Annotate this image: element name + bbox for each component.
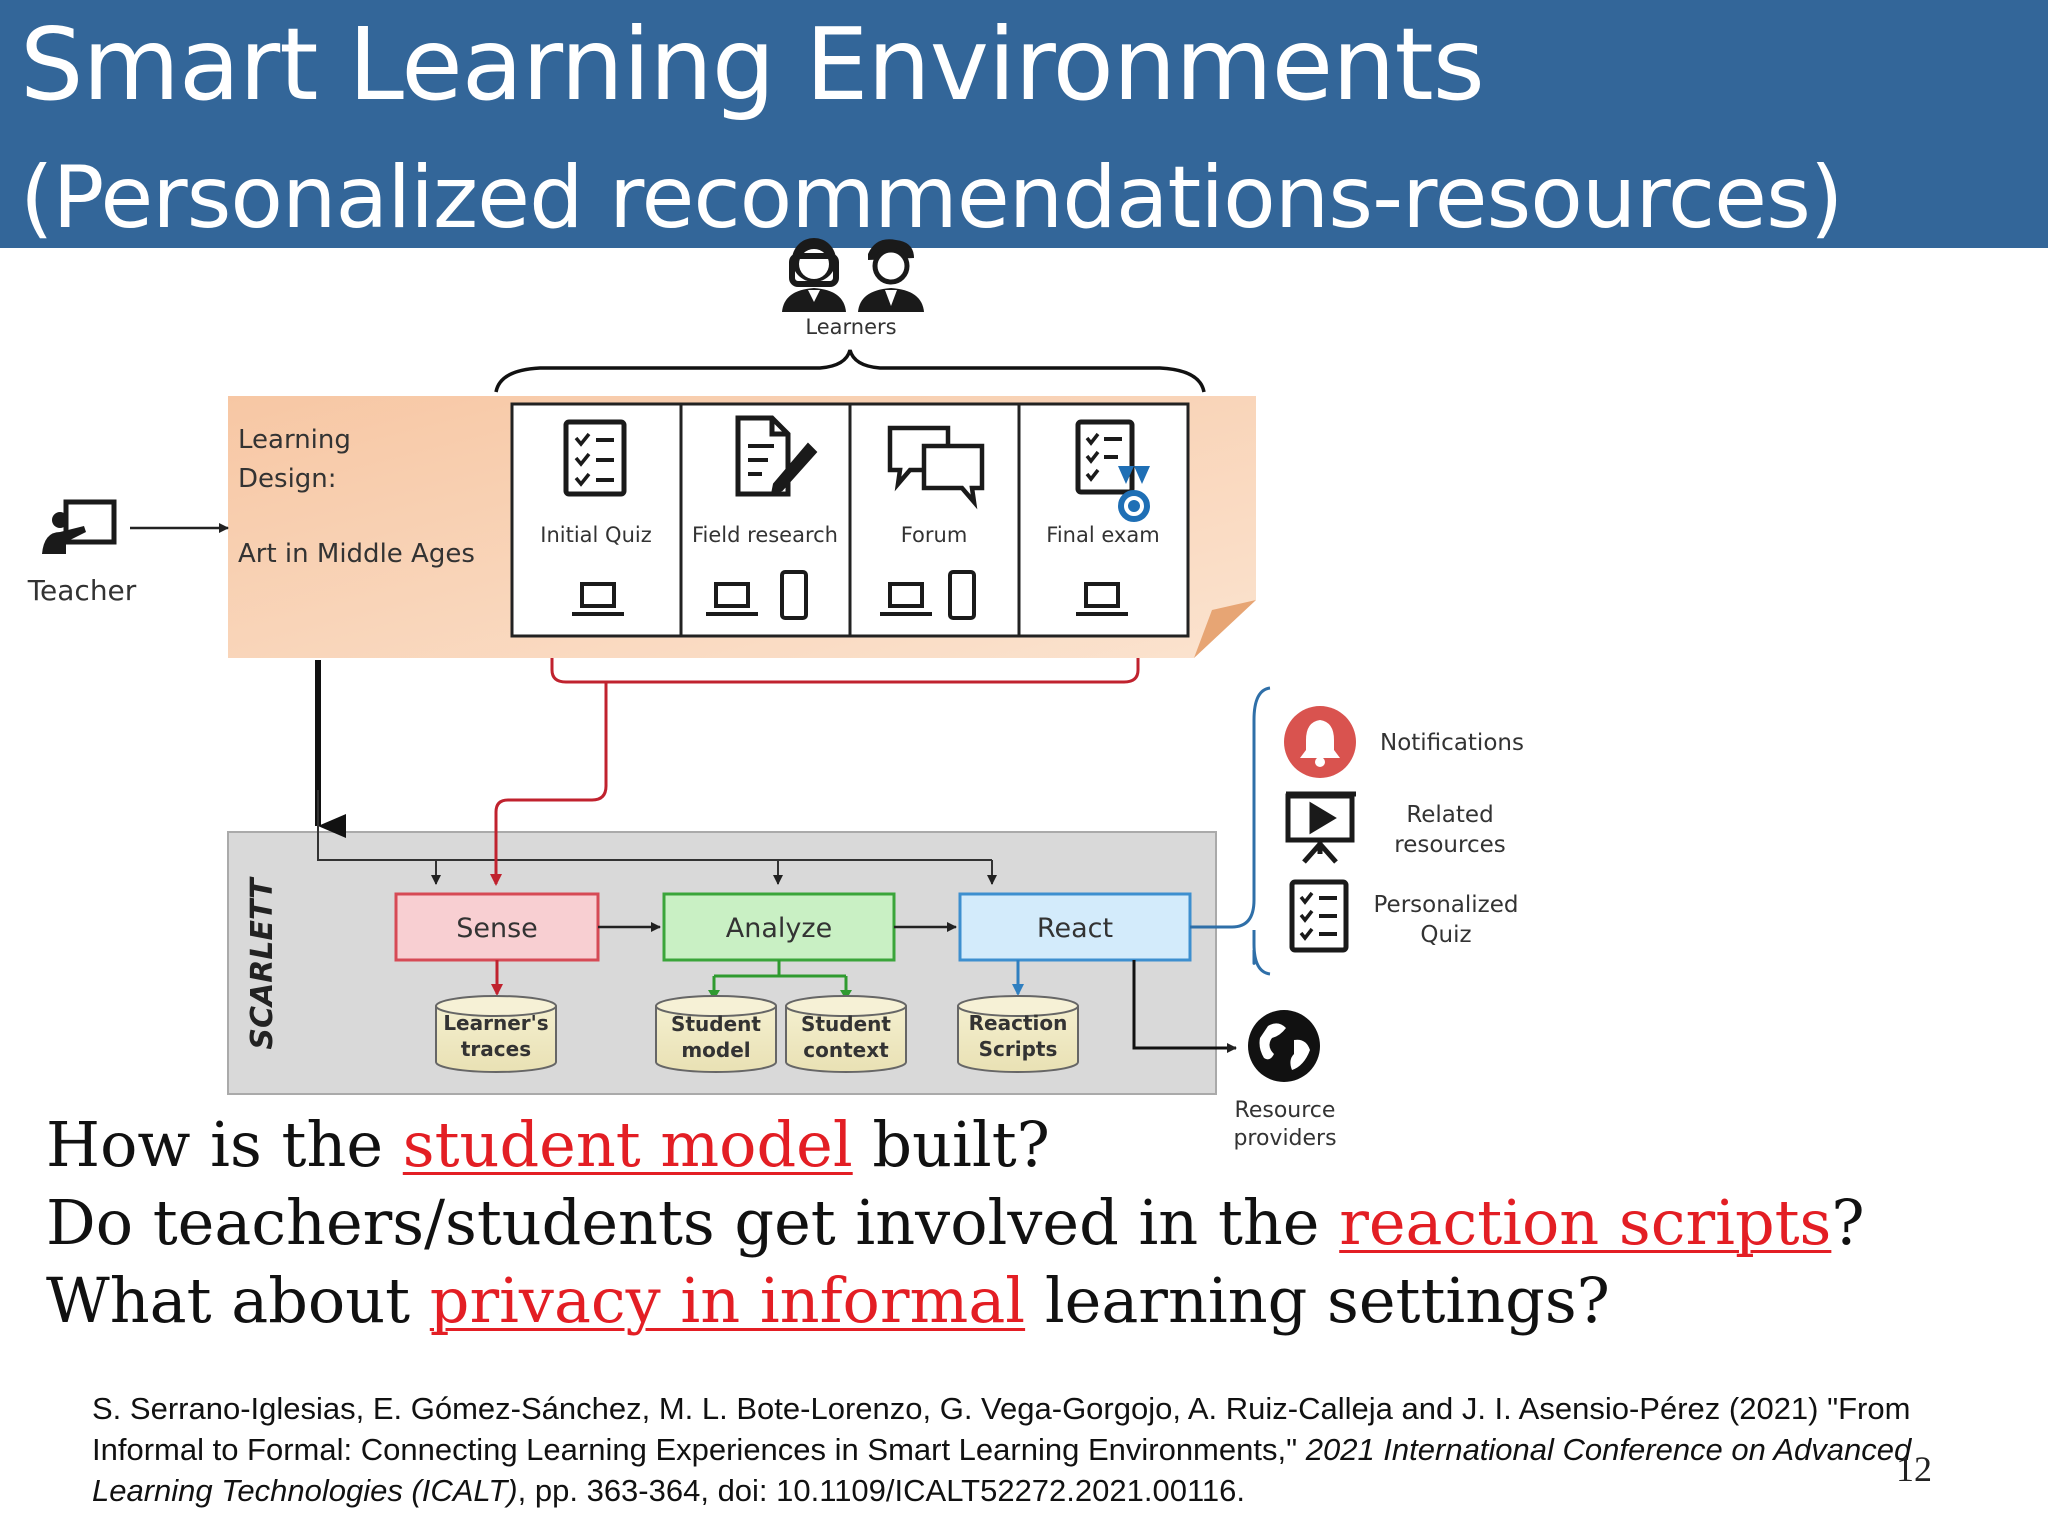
activity-field-research: Field research <box>692 523 838 547</box>
highlight-privacy: privacy in informal <box>429 1264 1026 1337</box>
personalized-quiz-label: Personalized <box>1374 892 1519 918</box>
resource-providers-label-2: providers <box>1233 1126 1336 1151</box>
bell-icon <box>1284 706 1356 778</box>
activity-forum: Forum <box>901 523 968 547</box>
traces-label: Learner's <box>443 1011 548 1035</box>
question-privacy: What about privacy in informal learning … <box>46 1264 1610 1337</box>
analyze-label: Analyze <box>726 913 832 944</box>
reference-authors: S. Serrano-Iglesias, E. Gómez-Sánchez, M… <box>92 1391 1911 1467</box>
title-bar: Smart Learning Environments (Personalize… <box>0 0 2048 248</box>
related-resources-label: Related <box>1406 802 1493 828</box>
slide-title: Smart Learning Environments <box>20 6 1485 123</box>
student-context-label-2: context <box>803 1038 889 1062</box>
activity-final-exam: Final exam <box>1046 523 1159 547</box>
laptop-icon <box>880 582 932 616</box>
learners-brace <box>494 349 1206 393</box>
forum-bubbles-icon <box>887 425 985 510</box>
personalized-quiz-label-2: Quiz <box>1420 922 1471 948</box>
reference-citation: S. Serrano-Iglesias, E. Gómez-Sánchez, M… <box>92 1388 1922 1511</box>
student-model-label-2: model <box>681 1038 750 1062</box>
question-text: What about <box>46 1264 430 1337</box>
document-pencil-icon <box>735 415 818 497</box>
student-model-store <box>655 995 777 1073</box>
react-label: React <box>1037 913 1113 944</box>
phone-icon <box>948 570 976 620</box>
question-text: How is the <box>46 1108 403 1181</box>
question-student-model: How is the student model built? <box>46 1108 1050 1181</box>
laptop-icon <box>1076 582 1128 616</box>
laptop-icon <box>706 582 758 616</box>
laptop-icon <box>572 582 624 616</box>
activity-data-flow <box>490 658 1140 886</box>
student-context-store <box>785 995 907 1073</box>
design-distribution-lines <box>317 790 997 885</box>
activity-initial-quiz: Initial Quiz <box>540 523 651 547</box>
question-text: Do teachers/students get involved in the <box>46 1186 1340 1259</box>
globe-icon <box>1248 1010 1320 1082</box>
question-text: learning settings? <box>1025 1264 1610 1337</box>
learners-label: Learners <box>805 315 896 339</box>
page-number: 12 <box>1896 1449 1932 1489</box>
scarlett-label: SCARLETT <box>245 876 280 1050</box>
react-to-providers-arrow <box>1132 960 1237 1053</box>
slide-subtitle: (Personalized recommendations-resources) <box>20 148 1843 248</box>
reference-pages: , pp. 363-364, doi: 10.1109/ICALT52272.2… <box>517 1473 1245 1508</box>
phone-icon <box>780 570 808 620</box>
highlight-student-model: student model <box>402 1108 853 1181</box>
teacher-label: Teacher <box>27 574 137 607</box>
learner-male-icon <box>858 239 924 312</box>
learning-design-label-2: Design: <box>238 464 337 494</box>
traces-store <box>435 995 557 1073</box>
related-resources-label-2: resources <box>1394 832 1505 858</box>
question-reaction-scripts: Do teachers/students get involved in the… <box>46 1186 1865 1259</box>
reaction-scripts-label-2: Scripts <box>979 1037 1058 1061</box>
teacher-icon <box>42 499 117 554</box>
react-box <box>958 892 1192 962</box>
student-model-label: Student <box>671 1012 761 1036</box>
reaction-scripts-label: Reaction <box>969 1011 1068 1035</box>
learning-design-topic: Art in Middle Ages <box>238 539 475 569</box>
analyze-to-stores-arrows <box>712 960 848 994</box>
highlight-reaction-scripts: reaction scripts <box>1339 1186 1832 1259</box>
question-text: built? <box>852 1108 1050 1181</box>
reaction-scripts-store <box>957 995 1079 1073</box>
presentation-icon <box>1285 791 1356 864</box>
question-text: ? <box>1831 1186 1865 1259</box>
analyze-arrowhead-left <box>708 990 720 1000</box>
analyze-box <box>662 892 896 962</box>
learning-design-label: Learning <box>238 425 351 455</box>
traces-label-2: traces <box>461 1037 531 1061</box>
resource-providers-label: Resource <box>1235 1098 1336 1123</box>
final-exam-medal-icon <box>1075 419 1150 522</box>
sense-label: Sense <box>456 913 538 944</box>
student-context-label: Student <box>801 1012 891 1036</box>
react-output-brace <box>1190 686 1271 976</box>
notifications-label: Notifications <box>1380 730 1524 756</box>
learner-female-icon <box>782 238 846 312</box>
reference-venue: 2021 International Conference on Advance… <box>92 1432 1912 1508</box>
quiz-checklist-icon <box>563 419 627 497</box>
personalized-quiz-icon <box>1289 879 1349 953</box>
